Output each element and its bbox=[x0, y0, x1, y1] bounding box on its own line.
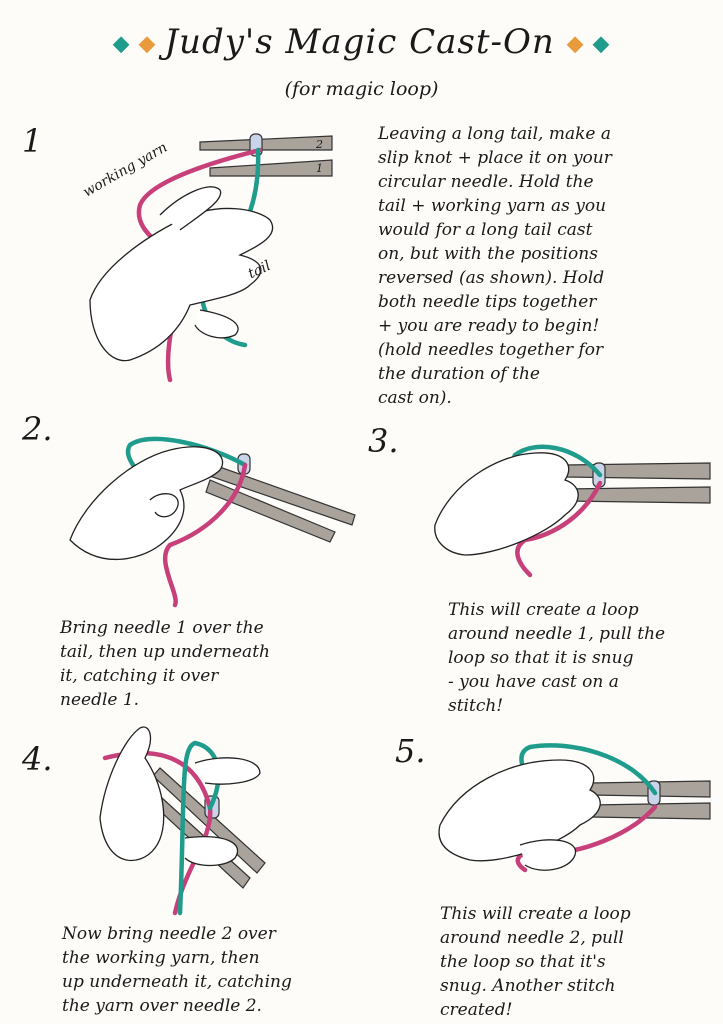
step-1-number: 1 bbox=[22, 122, 42, 160]
step-3-number: 3. bbox=[368, 422, 399, 460]
step-2-illustration bbox=[60, 420, 365, 610]
step-2-number: 2. bbox=[22, 410, 53, 448]
title-text: Judy's Magic Cast-On bbox=[164, 22, 554, 62]
needle-2-label: 2 bbox=[316, 138, 323, 151]
step-4-illustration bbox=[85, 718, 275, 918]
step-2-text: Bring needle 1 over the tail, then up un… bbox=[60, 616, 360, 712]
step-4-number: 4. bbox=[22, 740, 53, 778]
needle-1 bbox=[210, 160, 332, 176]
diamond-right-icon: ◆ ◆ bbox=[567, 32, 611, 57]
hand bbox=[90, 208, 273, 360]
step-3-text: This will create a loop around needle 1,… bbox=[448, 598, 718, 718]
needle-1-label: 1 bbox=[316, 162, 323, 175]
step-1-text: Leaving a long tail, make a slip knot + … bbox=[378, 122, 713, 410]
step-5-illustration bbox=[430, 735, 715, 895]
step-5-number: 5. bbox=[395, 732, 426, 770]
page-title: ◆ ◆ Judy's Magic Cast-On ◆ ◆ bbox=[0, 22, 723, 62]
needle-2 bbox=[200, 136, 332, 150]
page-subtitle: (for magic loop) bbox=[0, 78, 723, 100]
step-5-text: This will create a loop around needle 2,… bbox=[440, 902, 715, 1022]
step-3-illustration bbox=[425, 425, 715, 595]
step-1-illustration bbox=[70, 120, 360, 390]
step-4-text: Now bring needle 2 over the working yarn… bbox=[62, 922, 362, 1018]
diamond-left-icon: ◆ ◆ bbox=[113, 32, 165, 57]
